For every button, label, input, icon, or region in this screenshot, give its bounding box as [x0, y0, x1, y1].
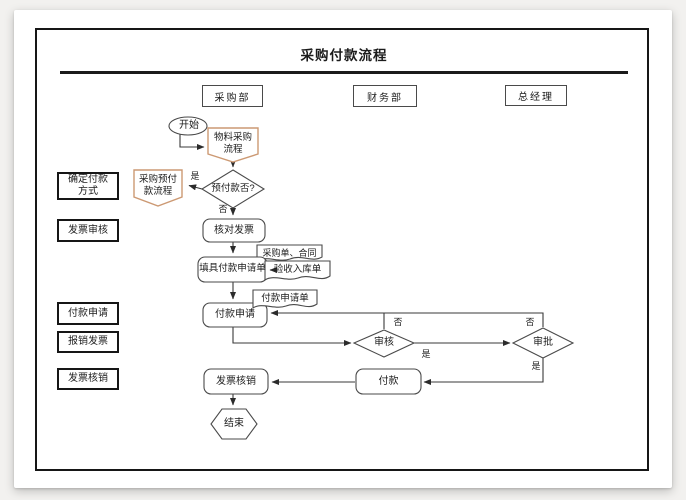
prepay-process-label: 采购预付 款流程 — [134, 173, 182, 199]
receiving-note-document — [264, 260, 331, 282]
stage-label-invoice-review: 发票审核 — [57, 219, 119, 242]
prepay-decision-diamond — [200, 169, 266, 209]
prepay-no-label: 否 — [218, 203, 228, 214]
lane-header-purchasing: 采购部 — [202, 85, 263, 107]
payment-form-document — [252, 289, 318, 310]
title-rule — [60, 71, 628, 74]
material-process-line: 流程 — [223, 144, 243, 155]
stage-label-reimburse-invoice: 报销发票 — [57, 331, 119, 353]
approve-label: 审批 — [533, 337, 553, 348]
stage-label-invoice-writeoff: 发票核销 — [57, 368, 119, 390]
approve-diamond — [511, 327, 575, 359]
lane-header-general-manager: 总经理 — [505, 85, 567, 106]
purchase-contract-label: 采购单、合同 — [262, 247, 317, 258]
edge-decision-yes-to-prepay — [188, 184, 203, 191]
invoice-writeoff-label: 发票核销 — [216, 375, 256, 387]
approve-yes-label: 是 — [531, 360, 541, 371]
material-process-line: 物料采购 — [213, 132, 252, 143]
pay-label: 付款 — [378, 375, 399, 387]
stage-label-payment-method: 确定付款 方式 — [57, 172, 119, 200]
payment-request-label: 付款申请 — [215, 309, 255, 320]
material-process-label: 物料采购 流程 — [208, 131, 258, 157]
end-label: 结束 — [224, 418, 244, 429]
verify-invoice-label: 核对发票 — [214, 224, 254, 236]
review-label: 审核 — [374, 337, 394, 348]
material-process-offpage-connector — [207, 127, 259, 163]
edge-request-to-review — [232, 327, 352, 347]
prepay-process-line: 采购预付 — [138, 174, 177, 185]
edge-no-return-to-request — [270, 309, 544, 327]
receiving-note-label: 验收入库单 — [273, 263, 322, 275]
payment-form-label: 付款申请单 — [261, 292, 309, 304]
prepay-process-line: 款流程 — [143, 186, 173, 197]
stage-label-line: 确定付款 — [68, 174, 108, 185]
start-label: 开始 — [179, 120, 199, 131]
fill-payment-form-label: 填具付款申请单 — [199, 263, 266, 274]
stage-label-line: 方式 — [78, 186, 98, 197]
edge-approve-yes-to-pay — [423, 358, 544, 386]
start-ellipse — [168, 116, 208, 136]
prepay-process-offpage-connector — [133, 169, 183, 207]
lane-header-finance: 财务部 — [353, 85, 417, 107]
review-yes-label: 是 — [421, 348, 431, 359]
verify-invoice-node — [202, 218, 266, 243]
prepay-yes-label: 是 — [190, 170, 200, 181]
pay-node — [355, 368, 422, 395]
edge-start-to-material — [179, 134, 205, 151]
review-no-label: 否 — [393, 316, 403, 327]
end-hexagon — [210, 408, 258, 440]
approve-no-label: 否 — [525, 316, 535, 327]
review-diamond — [352, 329, 416, 358]
prepay-decision-label: 预付款否? — [211, 183, 255, 194]
stage-label-payment-request: 付款申请 — [57, 302, 119, 325]
payment-request-node — [202, 302, 268, 328]
page-title: 采购付款流程 — [300, 48, 388, 63]
invoice-writeoff-node — [203, 368, 269, 395]
